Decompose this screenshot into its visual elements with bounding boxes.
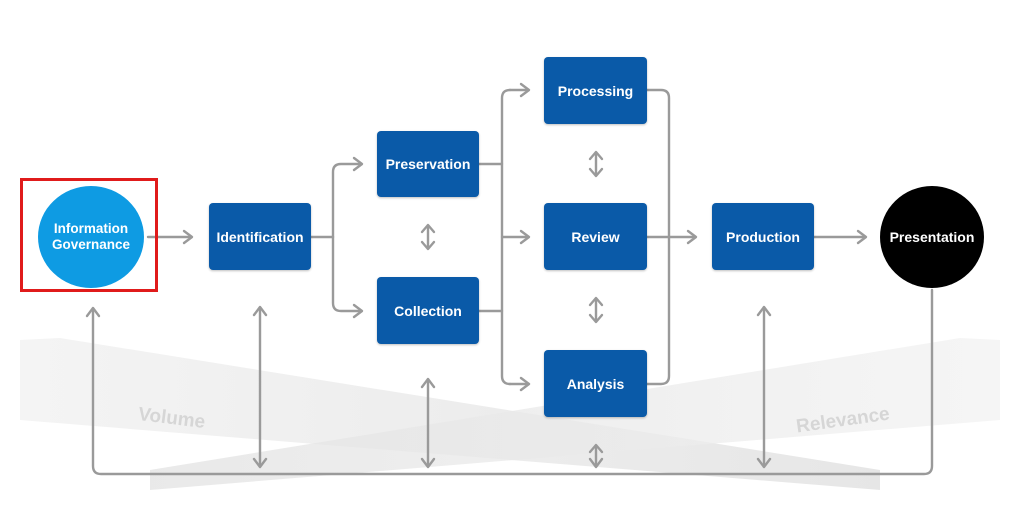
arrowhead-production-loop-down <box>756 457 772 469</box>
arrowhead-collection-loop-down <box>420 457 436 469</box>
node-information-governance[interactable]: Information Governance <box>38 186 144 288</box>
arrowhead-review-analysis-down <box>588 313 604 324</box>
arrow-identification-to-collection <box>331 235 362 313</box>
node-information-governance-label-line1: Information <box>53 221 129 236</box>
arrowhead-feedback-to-governance <box>85 306 101 318</box>
arrowhead-production-to-presentation <box>856 229 868 245</box>
arrowhead-bus-to-analysis <box>519 376 531 392</box>
node-review-label: Review <box>571 228 620 245</box>
arrowhead-bus-to-processing <box>519 82 531 98</box>
highlight-frame <box>20 178 158 292</box>
arrowhead-preservation-collection-down <box>420 240 436 251</box>
node-analysis-label: Analysis <box>566 375 625 392</box>
node-review[interactable]: Review <box>544 203 647 270</box>
node-presentation-label: Presentation <box>889 229 975 245</box>
node-preservation-label: Preservation <box>385 156 471 172</box>
arrowhead-review-analysis-up <box>588 296 604 307</box>
node-collection[interactable]: Collection <box>377 277 479 344</box>
node-information-governance-label: Information Governance <box>52 221 130 253</box>
arrowhead-processing-review-down <box>588 167 604 178</box>
arrowhead-identification-loop-down <box>252 457 268 469</box>
arrowhead-governance-to-identification <box>182 229 194 245</box>
arrowhead-analysis-loop-up <box>588 443 604 454</box>
feedback-loop <box>91 288 934 476</box>
arrowhead-collection-loop-up <box>420 377 436 389</box>
node-preservation[interactable]: Preservation <box>377 131 479 197</box>
arrow-identification-to-preservation <box>331 162 362 239</box>
node-processing[interactable]: Processing <box>544 57 647 124</box>
arrowhead-identification-to-collection <box>352 303 364 319</box>
node-analysis[interactable]: Analysis <box>544 350 647 417</box>
volume-band <box>20 338 880 490</box>
arrowhead-preservation-collection-up <box>420 223 436 234</box>
node-production[interactable]: Production <box>712 203 814 270</box>
arrowhead-review-to-production <box>686 229 698 245</box>
arrowhead-analysis-loop-down <box>588 457 604 469</box>
arrowhead-identification-to-preservation <box>352 156 364 172</box>
node-presentation[interactable]: Presentation <box>880 186 984 288</box>
arrowhead-bus-to-review <box>519 229 531 245</box>
arrowhead-identification-loop-up <box>252 305 268 317</box>
node-collection-label: Collection <box>394 302 462 319</box>
node-processing-label: Processing <box>557 82 634 99</box>
node-information-governance-label-line2: Governance <box>51 237 131 252</box>
arrowhead-processing-review-up <box>588 150 604 161</box>
arrowhead-production-loop-up <box>756 305 772 317</box>
node-identification-label: Identification <box>216 228 304 245</box>
node-production-label: Production <box>726 228 800 245</box>
node-identification[interactable]: Identification <box>209 203 311 270</box>
